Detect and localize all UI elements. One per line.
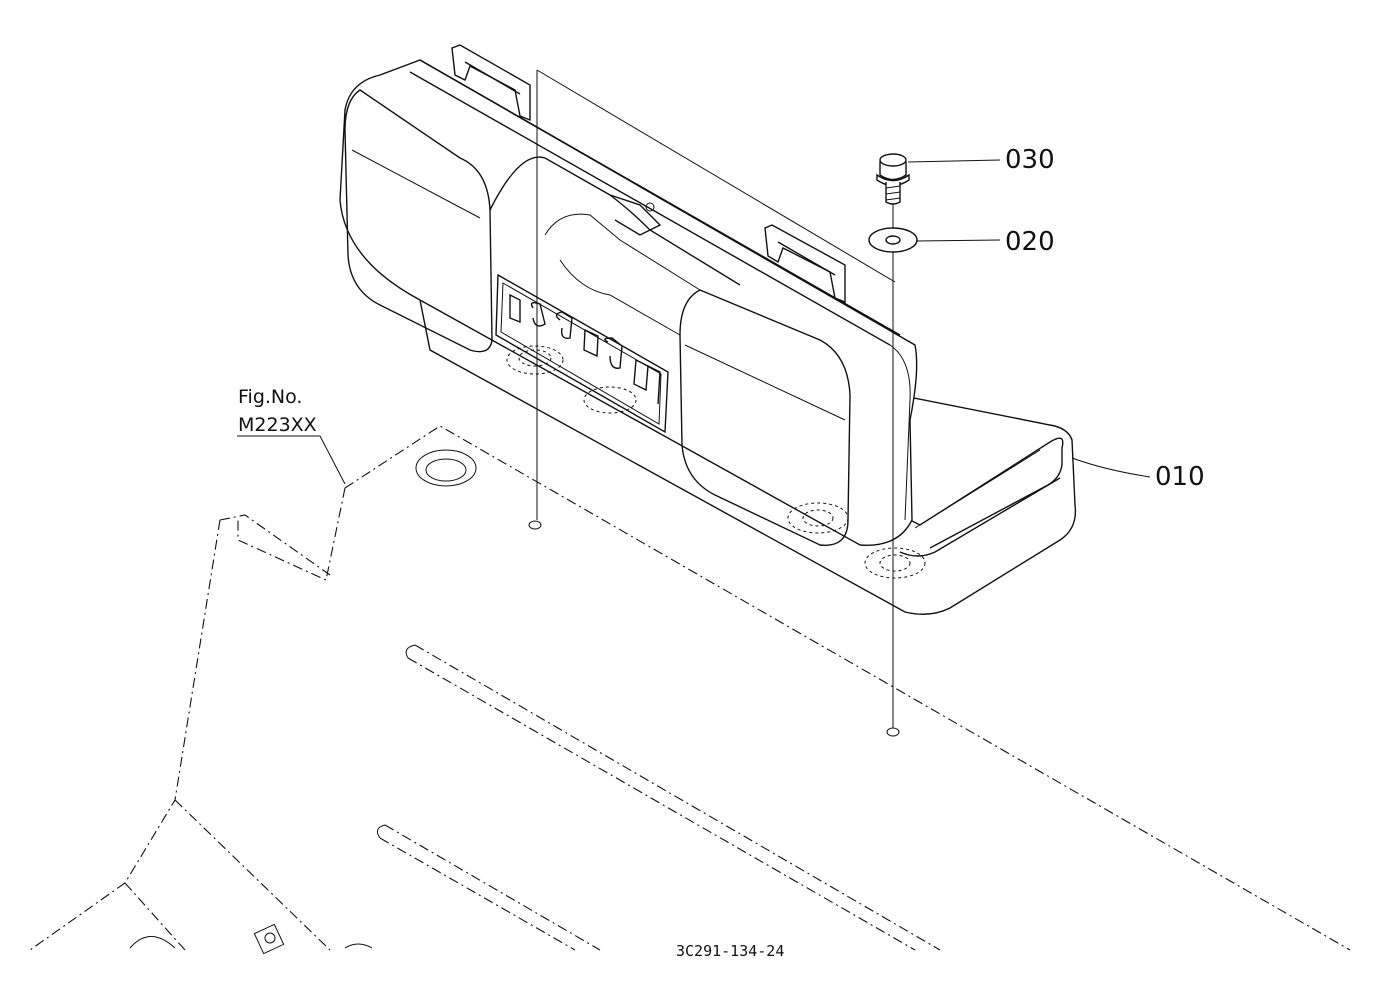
bolt [876, 153, 910, 205]
callout-010-label: 010 [1155, 462, 1205, 492]
figure-number: M223XX [238, 414, 317, 436]
drawing-code: 3C291-134-24 [676, 942, 784, 960]
tool-box [339, 44, 1077, 615]
callout-030-label: 030 [1005, 145, 1055, 175]
logo-plate [495, 273, 669, 434]
washer [868, 227, 918, 253]
base-plate [29, 425, 1351, 955]
leader-lines [237, 159, 1151, 485]
callout-020-label: 020 [1005, 227, 1055, 257]
centerlines [536, 69, 896, 728]
figure-title: Fig.No. [238, 386, 302, 408]
